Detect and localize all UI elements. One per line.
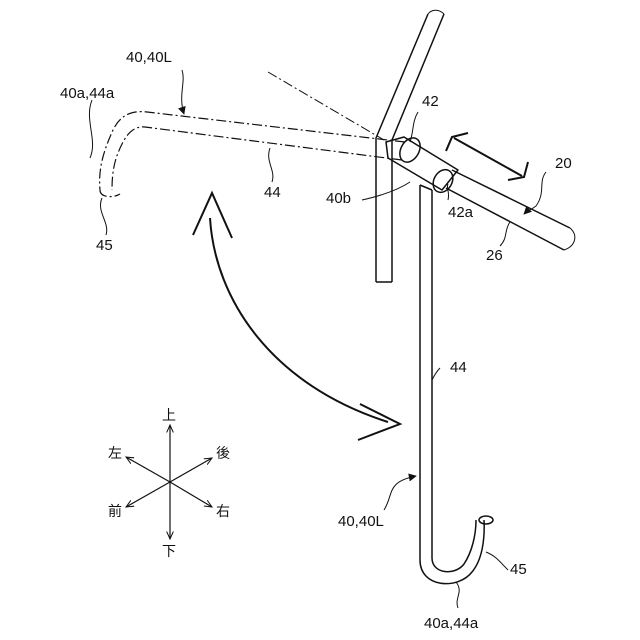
ref-44-top: 44 — [264, 184, 281, 201]
hook-stowed-phantom — [100, 112, 405, 197]
ref-40-40l-bottom: 40,40L — [338, 513, 384, 530]
rotation-arrow — [193, 193, 400, 440]
direction-front: 前 — [108, 503, 122, 520]
ref-42a: 42a — [448, 204, 474, 221]
direction-down: 下 — [162, 544, 176, 560]
ref-40a-44a-bottom: 40a,44a — [424, 615, 479, 632]
pivot-shaft — [386, 134, 575, 250]
direction-compass — [126, 425, 212, 539]
direction-up: 上 — [162, 408, 176, 424]
direction-left: 左 — [108, 446, 122, 462]
hook-deployed — [420, 185, 493, 584]
ref-42: 42 — [422, 93, 439, 110]
ref-40b: 40b — [326, 190, 351, 207]
ref-26: 26 — [486, 247, 503, 264]
ref-20: 20 — [555, 155, 572, 172]
direction-right: 右 — [216, 504, 230, 520]
direction-back: 後 — [216, 446, 230, 462]
ref-44-bottom: 44 — [450, 359, 467, 376]
ref-40a-44a-top: 40a,44a — [60, 85, 115, 102]
pivot-axis-line — [268, 72, 384, 140]
ref-45-bottom: 45 — [510, 561, 527, 578]
ref-40-40l-top: 40,40L — [126, 49, 172, 66]
ref-45-top: 45 — [96, 237, 113, 254]
